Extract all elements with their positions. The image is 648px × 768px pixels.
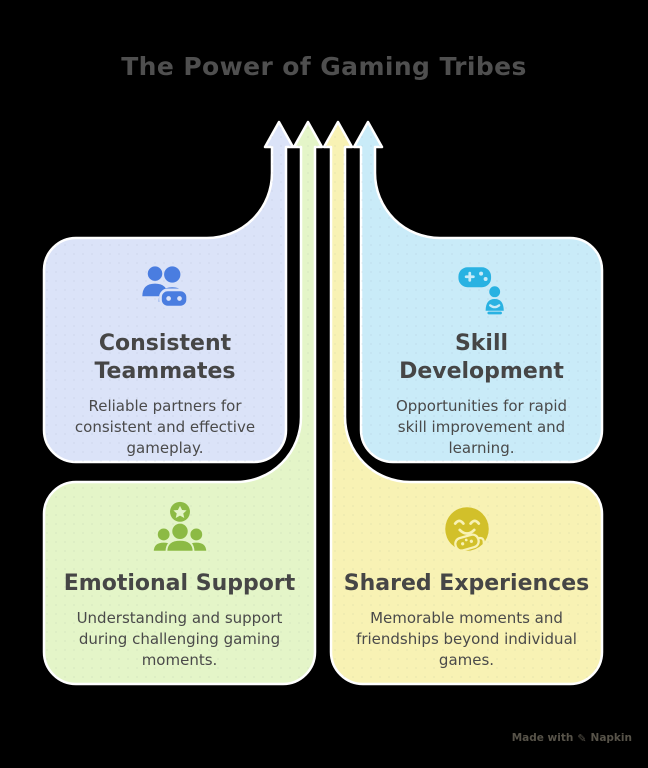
watermark: Made with ✎ Napkin [512,730,632,746]
card-title-skill-development: Skill Development [399,331,564,385]
card-emotional-support: Emotional Support Understanding and supp… [44,482,315,702]
card-description-consistent-teammates: Reliable partners for consistent and eff… [74,397,256,457]
watermark-prefix: Made with [511,732,574,744]
page-title: The Power of Gaming Tribes [121,52,527,81]
pen-icon: ✎ [577,731,587,745]
team-ball-icon [151,501,208,553]
card-shared-experiences: Shared Experiences Memorable moments and… [331,482,602,702]
card-title-consistent-teammates: Consistent Teammates [94,331,236,385]
teammates-controller-icon [142,266,190,309]
card-skill-development: Skill Development Opportunities for rapi… [361,238,602,484]
card-description-emotional-support: Understanding and support during challen… [76,609,283,669]
card-description-shared-experiences: Memorable moments and friendships beyond… [356,609,577,669]
smiley-controller-icon [444,507,489,552]
watermark-brand: Napkin [590,732,632,744]
card-title-shared-experiences: Shared Experiences [343,571,590,596]
card-title-emotional-support: Emotional Support [63,571,296,596]
card-description-skill-development: Opportunities for rapid skill improvemen… [395,397,568,457]
card-consistent-teammates: Consistent Teammates Reliable partners f… [44,238,286,484]
controller-player-icon [457,267,504,315]
